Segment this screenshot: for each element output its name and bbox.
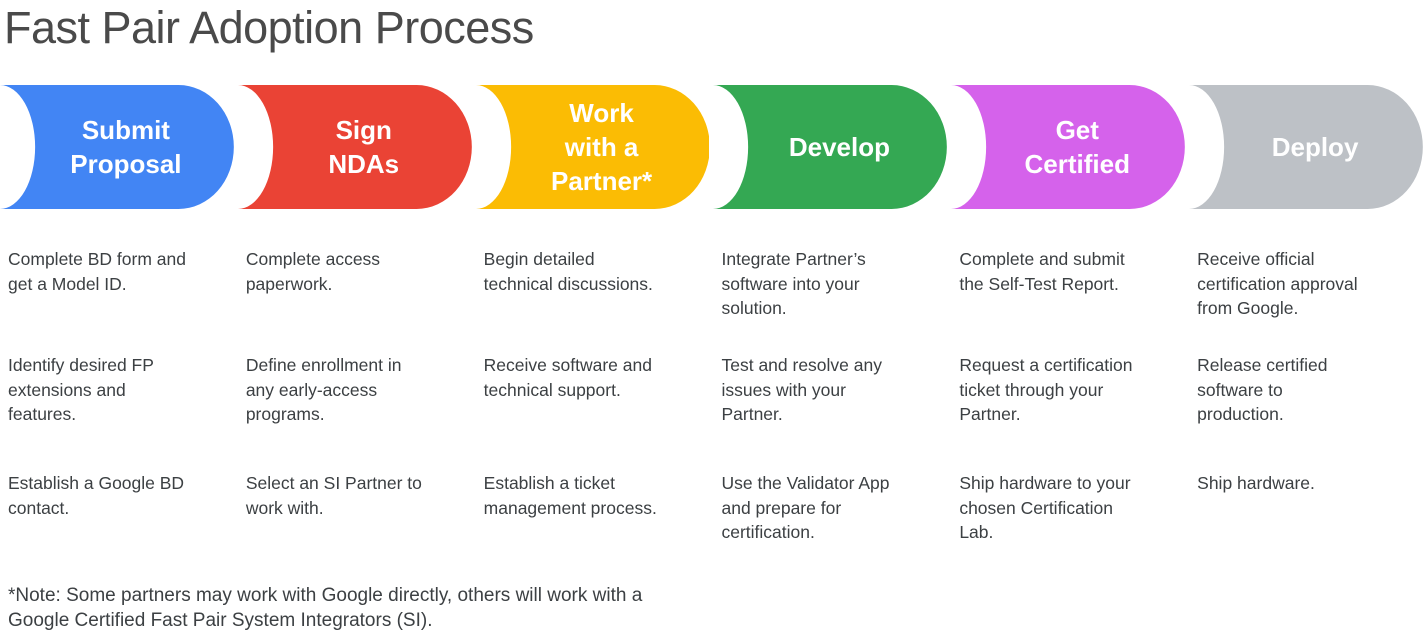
stage-description-band: Complete and submit the Self-Test Report…: [951, 247, 1185, 353]
stage-banner: Get Certified: [951, 85, 1186, 209]
stage-description-band: Receive software and technical support.: [476, 353, 710, 471]
stage-banner: Develop: [713, 85, 948, 209]
stage-description-band: Define enrollment in any early-access pr…: [238, 353, 472, 471]
footnote: *Note: Some partners may work with Googl…: [8, 584, 643, 631]
stage-description-item: Receive official certification approval …: [1197, 249, 1358, 318]
stage-description-item: Define enrollment in any early-access pr…: [245, 355, 402, 424]
stage-description-item: Complete access paperwork.: [245, 249, 381, 294]
stage-description-item: Begin detailed technical discussions.: [483, 249, 653, 294]
stage-banner: Sign NDAs: [237, 85, 472, 209]
stage-description-item: Complete and submit the Self-Test Report…: [959, 249, 1125, 294]
stage-description-band: Release certified software to production…: [1189, 353, 1423, 471]
stage-column: Develop Integrate Partner’s software int…: [713, 85, 948, 545]
stage-description-item: Establish a Google BD contact.: [8, 473, 185, 518]
process-stages-row: Submit Proposal Complete BD form and get…: [0, 85, 1423, 545]
stage-banner-shape: [713, 85, 948, 209]
stage-banner: Work with a Partner*: [475, 85, 710, 209]
stage-banner: Submit Proposal: [0, 85, 234, 209]
stage-description-item: Use the Validator App and prepare for ce…: [721, 473, 890, 542]
stage-column: Get Certified Complete and submit the Se…: [951, 85, 1186, 545]
stage-description-band: Integrate Partner’s software into your s…: [713, 247, 947, 353]
stage-description-band: Test and resolve any issues with your Pa…: [713, 353, 947, 471]
stage-column: Sign NDAs Complete access paperwork. Def…: [237, 85, 472, 545]
stage-label: Work with a Partner*: [550, 97, 653, 197]
stage-description-item: Complete BD form and get a Model ID.: [8, 249, 186, 294]
stage-description-item: Identify desired FP extensions and featu…: [8, 355, 154, 424]
stage-description-band: Identify desired FP extensions and featu…: [0, 353, 234, 471]
stage-description-band: Ship hardware to your chosen Certificati…: [951, 471, 1185, 545]
stage-label: Get Certified: [1024, 114, 1130, 179]
stage-description-item: Receive software and technical support.: [483, 355, 652, 400]
stage-description-item: Ship hardware.: [1197, 473, 1315, 493]
stage-description-band: Receive official certification approval …: [1189, 247, 1423, 353]
stage-description-band: Complete BD form and get a Model ID.: [0, 247, 234, 353]
stage-description-band: Begin detailed technical discussions.: [476, 247, 710, 353]
stage-description-item: Request a certification ticket through y…: [959, 355, 1133, 424]
stage-description-band: Establish a Google BD contact.: [0, 471, 234, 520]
stage-description-band: Use the Validator App and prepare for ce…: [713, 471, 947, 545]
stage-banner-shape: [237, 85, 472, 209]
stage-description-band: Establish a ticket management process.: [476, 471, 710, 520]
stage-banner-shape: [475, 85, 710, 209]
stage-label: Develop: [788, 131, 890, 162]
stage-description-item: Ship hardware to your chosen Certificati…: [959, 473, 1131, 542]
stage-banner-shape: [951, 85, 1186, 209]
stage-description-band: Complete access paperwork.: [238, 247, 472, 353]
stage-banner-shape: [1189, 85, 1423, 209]
stage-description-item: Integrate Partner’s software into your s…: [721, 249, 866, 318]
stage-description-item: Select an SI Partner to work with.: [245, 473, 422, 518]
stage-label: Deploy: [1271, 131, 1359, 162]
stage-label: Submit Proposal: [70, 114, 182, 179]
stage-description-band: Select an SI Partner to work with.: [238, 471, 472, 520]
stage-banner: Deploy: [1189, 85, 1423, 209]
stage-label: Sign NDAs: [328, 114, 400, 179]
stage-description-item: Release certified software to production…: [1197, 355, 1328, 424]
page-title: Fast Pair Adoption Process: [4, 2, 534, 53]
stage-column: Work with a Partner* Begin detailed tech…: [475, 85, 710, 545]
stage-description-item: Establish a ticket management process.: [483, 473, 657, 518]
stage-description-item: Test and resolve any issues with your Pa…: [721, 355, 882, 424]
stage-column: Submit Proposal Complete BD form and get…: [0, 85, 234, 545]
stage-column: Deploy Receive official certification ap…: [1189, 85, 1423, 545]
stage-description-band: Request a certification ticket through y…: [951, 353, 1185, 471]
stage-description-band: Ship hardware.: [1189, 471, 1423, 496]
stage-banner-shape: [0, 85, 234, 209]
